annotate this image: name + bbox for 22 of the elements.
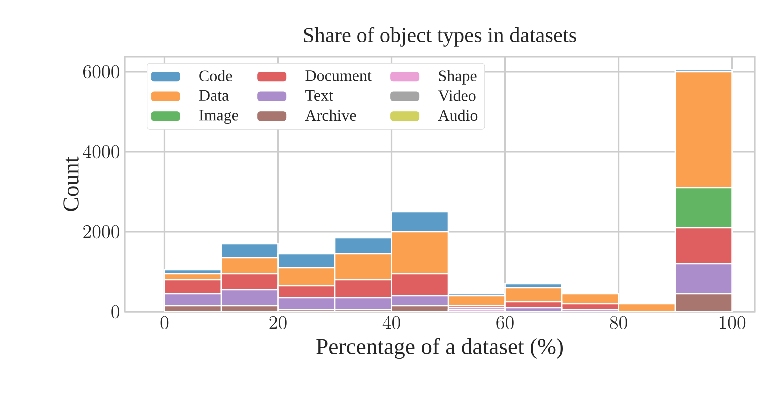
x-axis-title: Percentage of a dataset (%): [316, 338, 563, 360]
x-tick-label: 100: [720, 316, 746, 330]
legend-label: Data: [199, 90, 229, 102]
legend-label: Document: [306, 70, 372, 82]
legend-label: Audio: [438, 110, 478, 122]
x-tick-label: 20: [270, 316, 287, 330]
y-axis-title: Count: [64, 156, 79, 212]
legend-label: Code: [200, 70, 232, 82]
y-tick-label: 4000: [83, 145, 120, 159]
legend-label: Image: [200, 110, 238, 124]
legend-label: Text: [306, 90, 334, 102]
legend-label: Video: [438, 90, 476, 102]
y-tick-label: 2000: [84, 225, 120, 239]
chart-title: Share of object types in datasets: [304, 27, 576, 47]
x-tick-label: 80: [610, 316, 628, 330]
legend-label: Shape: [439, 70, 477, 85]
y-tick-label: 0: [112, 305, 120, 319]
legend-label: Archive: [305, 110, 356, 122]
x-tick-label: 60: [496, 316, 514, 330]
y-tick-label: 6000: [83, 65, 120, 79]
x-tick-label: 40: [382, 316, 400, 330]
x-tick-label: 0: [160, 316, 169, 330]
